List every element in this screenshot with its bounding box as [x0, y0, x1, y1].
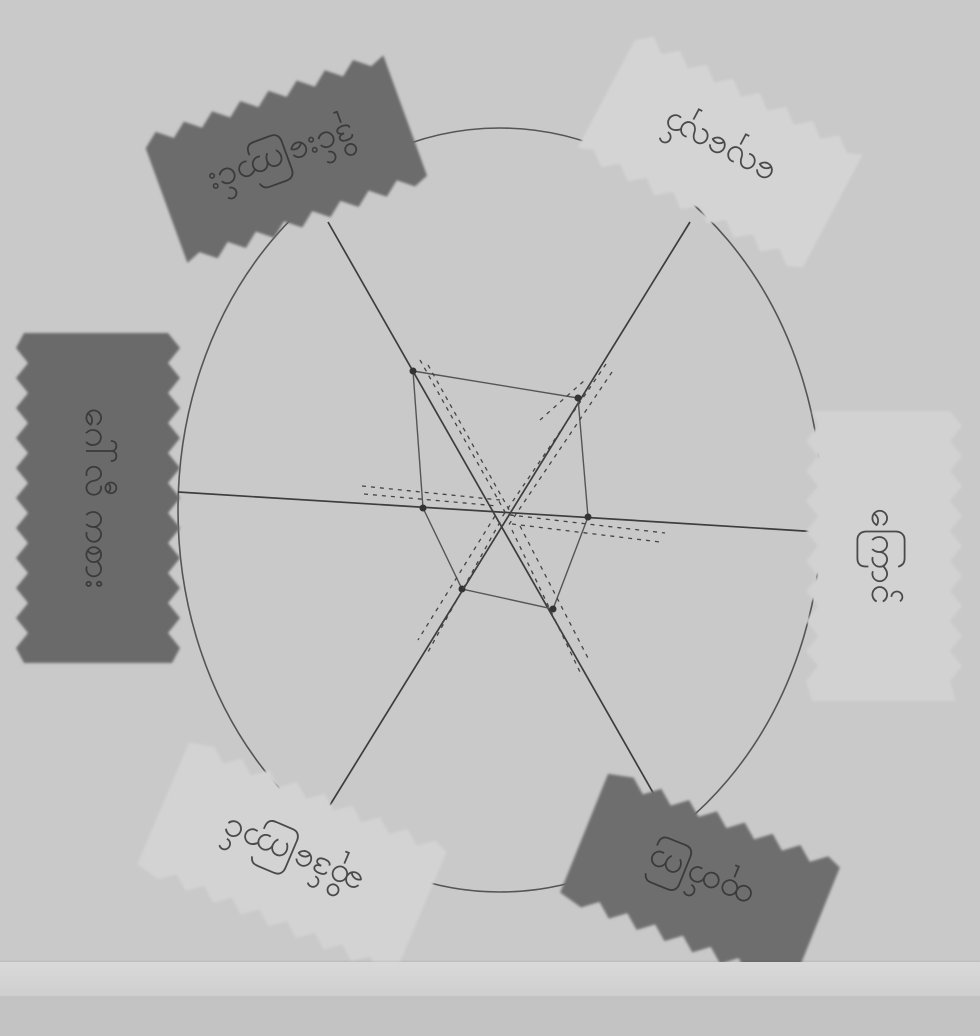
axis-lines [178, 222, 820, 840]
tag-left: ဂေါ်လီ ကစား [16, 333, 180, 663]
axis-line-1 [328, 222, 680, 840]
axis-line-3 [178, 492, 820, 532]
dashed-marks [362, 360, 665, 672]
tag-top-left: ဒိုင်းကြောင်း [142, 50, 430, 269]
inner-polygon-vertices [410, 368, 592, 613]
bottom-band [0, 962, 980, 996]
tag-bottom-left: ဆိုဒ်ကြောင် [135, 737, 449, 979]
outer-circle [178, 128, 822, 892]
tag-top-right: လှေလှော် [575, 30, 866, 273]
tag-right: ကြောင် [806, 411, 962, 701]
bottom-strip [0, 996, 980, 1036]
tag-right-text: ကြောင် [856, 508, 905, 604]
tag-bottom-right: ထုတ်ကြ [558, 768, 842, 991]
tag-left-text: ဂေါ်လီ ကစား [77, 408, 118, 589]
inner-polygon [413, 371, 588, 609]
